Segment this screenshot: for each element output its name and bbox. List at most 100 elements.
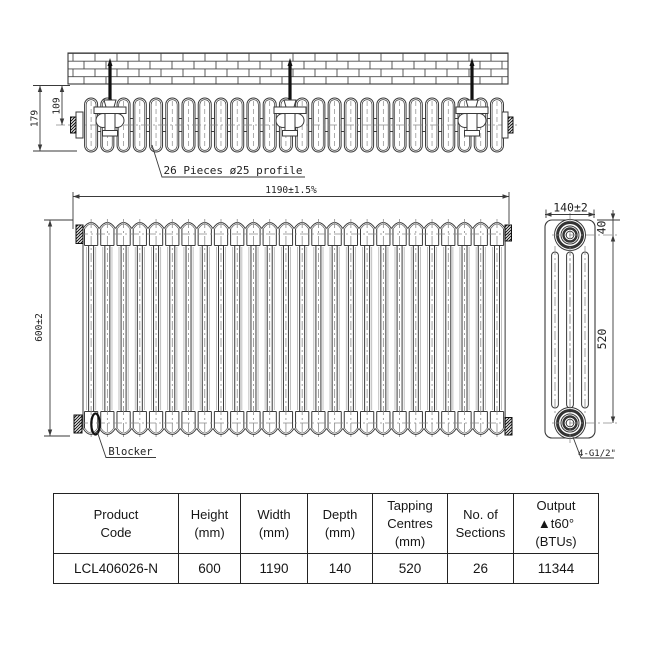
drawing-shape	[391, 428, 409, 435]
dim-width-text: 1190±1.5%	[265, 185, 317, 196]
drawing-shape	[360, 428, 374, 434]
drawing-shape	[279, 428, 293, 434]
drawing-shape	[198, 428, 212, 434]
header-line: Height	[190, 506, 229, 522]
connections-label-text: 4-G1/2"	[578, 449, 616, 459]
drawing-shape	[212, 428, 230, 435]
end-plug	[507, 116, 514, 134]
drawing-shape	[151, 144, 305, 178]
drawing-shape	[230, 428, 244, 434]
dim-tapping-centres-text: 520	[595, 329, 609, 350]
drawing-shape	[228, 428, 246, 435]
col-header-width: Width(mm)	[240, 493, 308, 554]
header-line: (BTUs)	[535, 533, 577, 549]
profile-note-text: 26 Pieces ø25 profile	[163, 164, 302, 177]
drawing-shape	[409, 428, 423, 434]
header-line: ▲t60°	[537, 515, 575, 531]
drawing-shape	[458, 428, 471, 434]
drawing-shape	[465, 99, 479, 108]
drawing-shape	[196, 428, 214, 435]
cell-sections: 26	[447, 553, 514, 584]
drawing-shape	[103, 99, 117, 108]
drawing-shape	[374, 428, 392, 435]
drawing-shape	[378, 99, 389, 151]
drawing-shape	[358, 428, 376, 435]
header-line: (mm)	[194, 524, 225, 540]
annotations: 179 109 26 Pieces ø25 profile 1190±1.5% …	[30, 97, 616, 459]
cell-height: 600	[178, 553, 241, 584]
drawing-shape	[572, 436, 614, 459]
dim-depth-centres-text: 109	[52, 97, 63, 114]
tapping-plug	[504, 224, 512, 242]
drawing-shape	[98, 428, 116, 435]
drawing-shape	[102, 130, 118, 137]
drawing-shape	[490, 428, 504, 434]
drawing-shape	[117, 428, 130, 434]
dim-height-text: 600±2	[34, 313, 45, 342]
drawing-shape	[179, 428, 198, 435]
dim-side-depth-text: 140±2	[553, 201, 588, 215]
dimension-arrow	[545, 212, 552, 217]
drawing-shape	[376, 428, 390, 434]
side-view-drawing	[544, 213, 596, 445]
dimension-arrow	[502, 194, 509, 199]
dimension-arrow	[37, 144, 43, 151]
drawing-shape	[441, 428, 455, 434]
header-line: (mm)	[258, 524, 290, 540]
drawing-shape	[244, 428, 262, 435]
drawing-shape	[326, 428, 344, 435]
header-line: Tapping	[387, 497, 433, 513]
header-line: Product	[93, 506, 139, 522]
front-view-drawing	[73, 219, 513, 437]
drawing-shape	[104, 113, 116, 131]
drawing-shape	[133, 428, 147, 434]
cell-tapping-centres: 520	[372, 553, 448, 584]
drawing-shape	[115, 428, 133, 435]
blocker-plug	[90, 412, 101, 436]
header-line: Code	[100, 524, 132, 540]
end-cap	[501, 111, 509, 139]
tapping-plug	[504, 417, 513, 436]
top-view-drawing	[56, 52, 517, 153]
header-line: (mm)	[324, 524, 356, 540]
end-cap	[75, 111, 84, 139]
header-line: Depth	[322, 506, 358, 522]
blocker-label-text: Blocker	[108, 446, 152, 458]
dimension-arrow	[73, 194, 80, 199]
dim-depth-total-text: 179	[30, 110, 41, 127]
drawing-shape	[344, 428, 358, 434]
drawing-shape	[261, 428, 279, 435]
cell-depth: 140	[307, 553, 373, 584]
dimension-arrow	[588, 212, 595, 217]
dimension-arrow	[610, 416, 616, 423]
drawing-shape	[407, 428, 425, 435]
dimension-arrow	[610, 213, 616, 220]
header-line: Output	[536, 497, 576, 513]
col-header-output: Output ▲t60° (BTUs)	[513, 493, 599, 554]
drawing-shape	[287, 58, 293, 66]
drawing-shape	[439, 428, 457, 435]
cell-product-code: LCL406026-N	[53, 553, 179, 584]
dimension-arrow	[47, 220, 53, 227]
table-data-row: LCL406026-N 600 1190 140 520 26 11344	[53, 553, 599, 584]
header-line: Sections	[455, 524, 506, 540]
drawing-shape	[263, 428, 277, 434]
dimension-arrow	[59, 85, 65, 92]
drawing-shape	[464, 130, 480, 137]
dimension-arrow	[37, 85, 43, 92]
drawing-shape	[295, 428, 309, 434]
drawing-shape	[93, 106, 127, 114]
wall-bracket	[273, 58, 307, 137]
dimension-arrow	[47, 429, 53, 436]
drawing-shape	[147, 428, 165, 435]
drawing-shape	[284, 113, 296, 131]
col-header-height: Height (mm)	[178, 493, 241, 554]
drawing-shape	[182, 428, 195, 434]
col-header-depth: Depth (mm)	[307, 493, 373, 554]
drawing-shape	[283, 99, 297, 108]
drawing-shape	[393, 428, 406, 434]
drawing-shape	[455, 106, 489, 114]
drawing-shape	[309, 428, 327, 435]
